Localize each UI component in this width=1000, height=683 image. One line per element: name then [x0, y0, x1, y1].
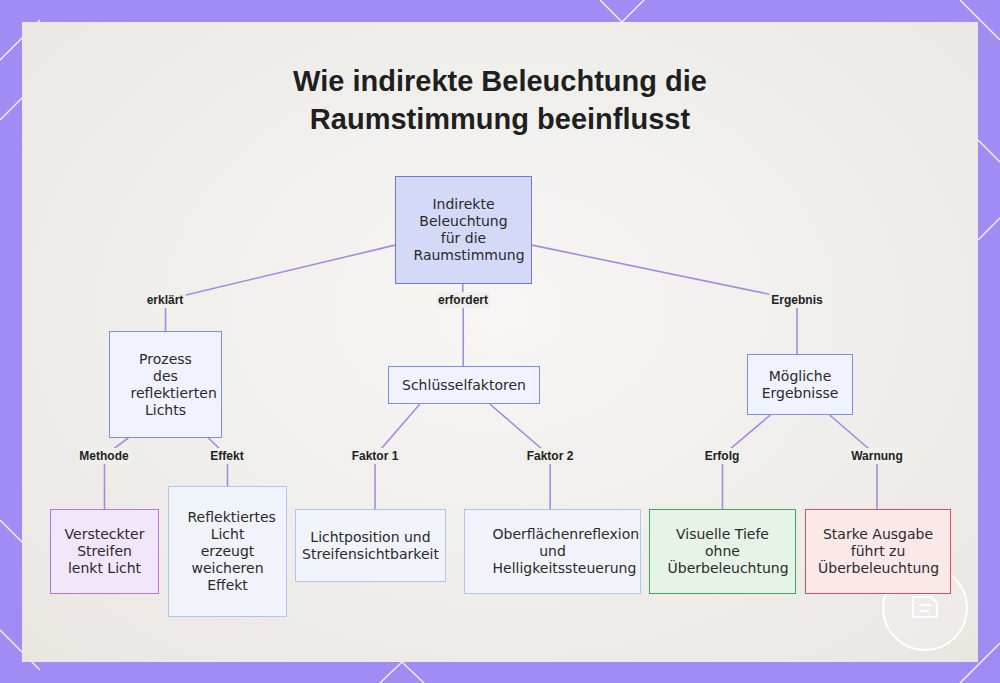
edge-label: Methode	[77, 448, 130, 464]
edge-label: Warnung	[849, 448, 905, 464]
edge-label: Faktor 2	[525, 448, 576, 464]
edge-label: Ergebnis	[769, 292, 824, 308]
box-text: Oberflächenreflexion und Helligkeitssteu…	[493, 526, 613, 577]
concept-box: Versteckter Streifen lenkt Licht	[50, 509, 159, 594]
box-text: Reflektiertes Licht erzeugt weicheren Ef…	[188, 509, 268, 594]
concept-box: Reflektiertes Licht erzeugt weicheren Ef…	[168, 486, 287, 617]
edge-label: Effekt	[208, 448, 245, 464]
box-text: Prozess des reflektierten Lichts	[131, 351, 201, 419]
edge-label: Erfolg	[703, 448, 742, 464]
concept-box: Visuelle Tiefe ohne Überbeleuchtung	[649, 509, 796, 594]
box-text: Lichtposition und Streifensichtbarkeit	[301, 529, 440, 563]
box-text: Starke Ausgabe führt zu Überbeleuchtung	[818, 526, 938, 577]
diagram-title: Wie indirekte Beleuchtung die Raumstimmu…	[250, 62, 750, 138]
concept-box: Oberflächenreflexion und Helligkeitssteu…	[464, 509, 641, 594]
box-text: Visuelle Tiefe ohne Überbeleuchtung	[668, 526, 778, 577]
edge-label: erfordert	[436, 292, 490, 308]
box-text: Versteckter Streifen lenkt Licht	[65, 526, 145, 577]
edge-label: Faktor 1	[350, 448, 401, 464]
concept-box: Lichtposition und Streifensichtbarkeit	[295, 509, 446, 582]
box-text: Mögliche Ergebnisse	[755, 368, 845, 402]
box-text: Indirekte Beleuchtung für die Raumstimmu…	[414, 196, 514, 264]
concept-box: Schlüsselfaktoren	[388, 366, 540, 404]
concept-box: Prozess des reflektierten Lichts	[109, 331, 222, 438]
box-text: Schlüsselfaktoren	[402, 377, 526, 394]
concept-box: Starke Ausgabe führt zu Überbeleuchtung	[805, 509, 951, 594]
connector-line	[165, 245, 395, 331]
edge-label: erklärt	[145, 292, 186, 308]
concept-box: Mögliche Ergebnisse	[747, 354, 853, 415]
concept-box: Indirekte Beleuchtung für die Raumstimmu…	[395, 176, 532, 284]
connector-line	[532, 245, 797, 354]
